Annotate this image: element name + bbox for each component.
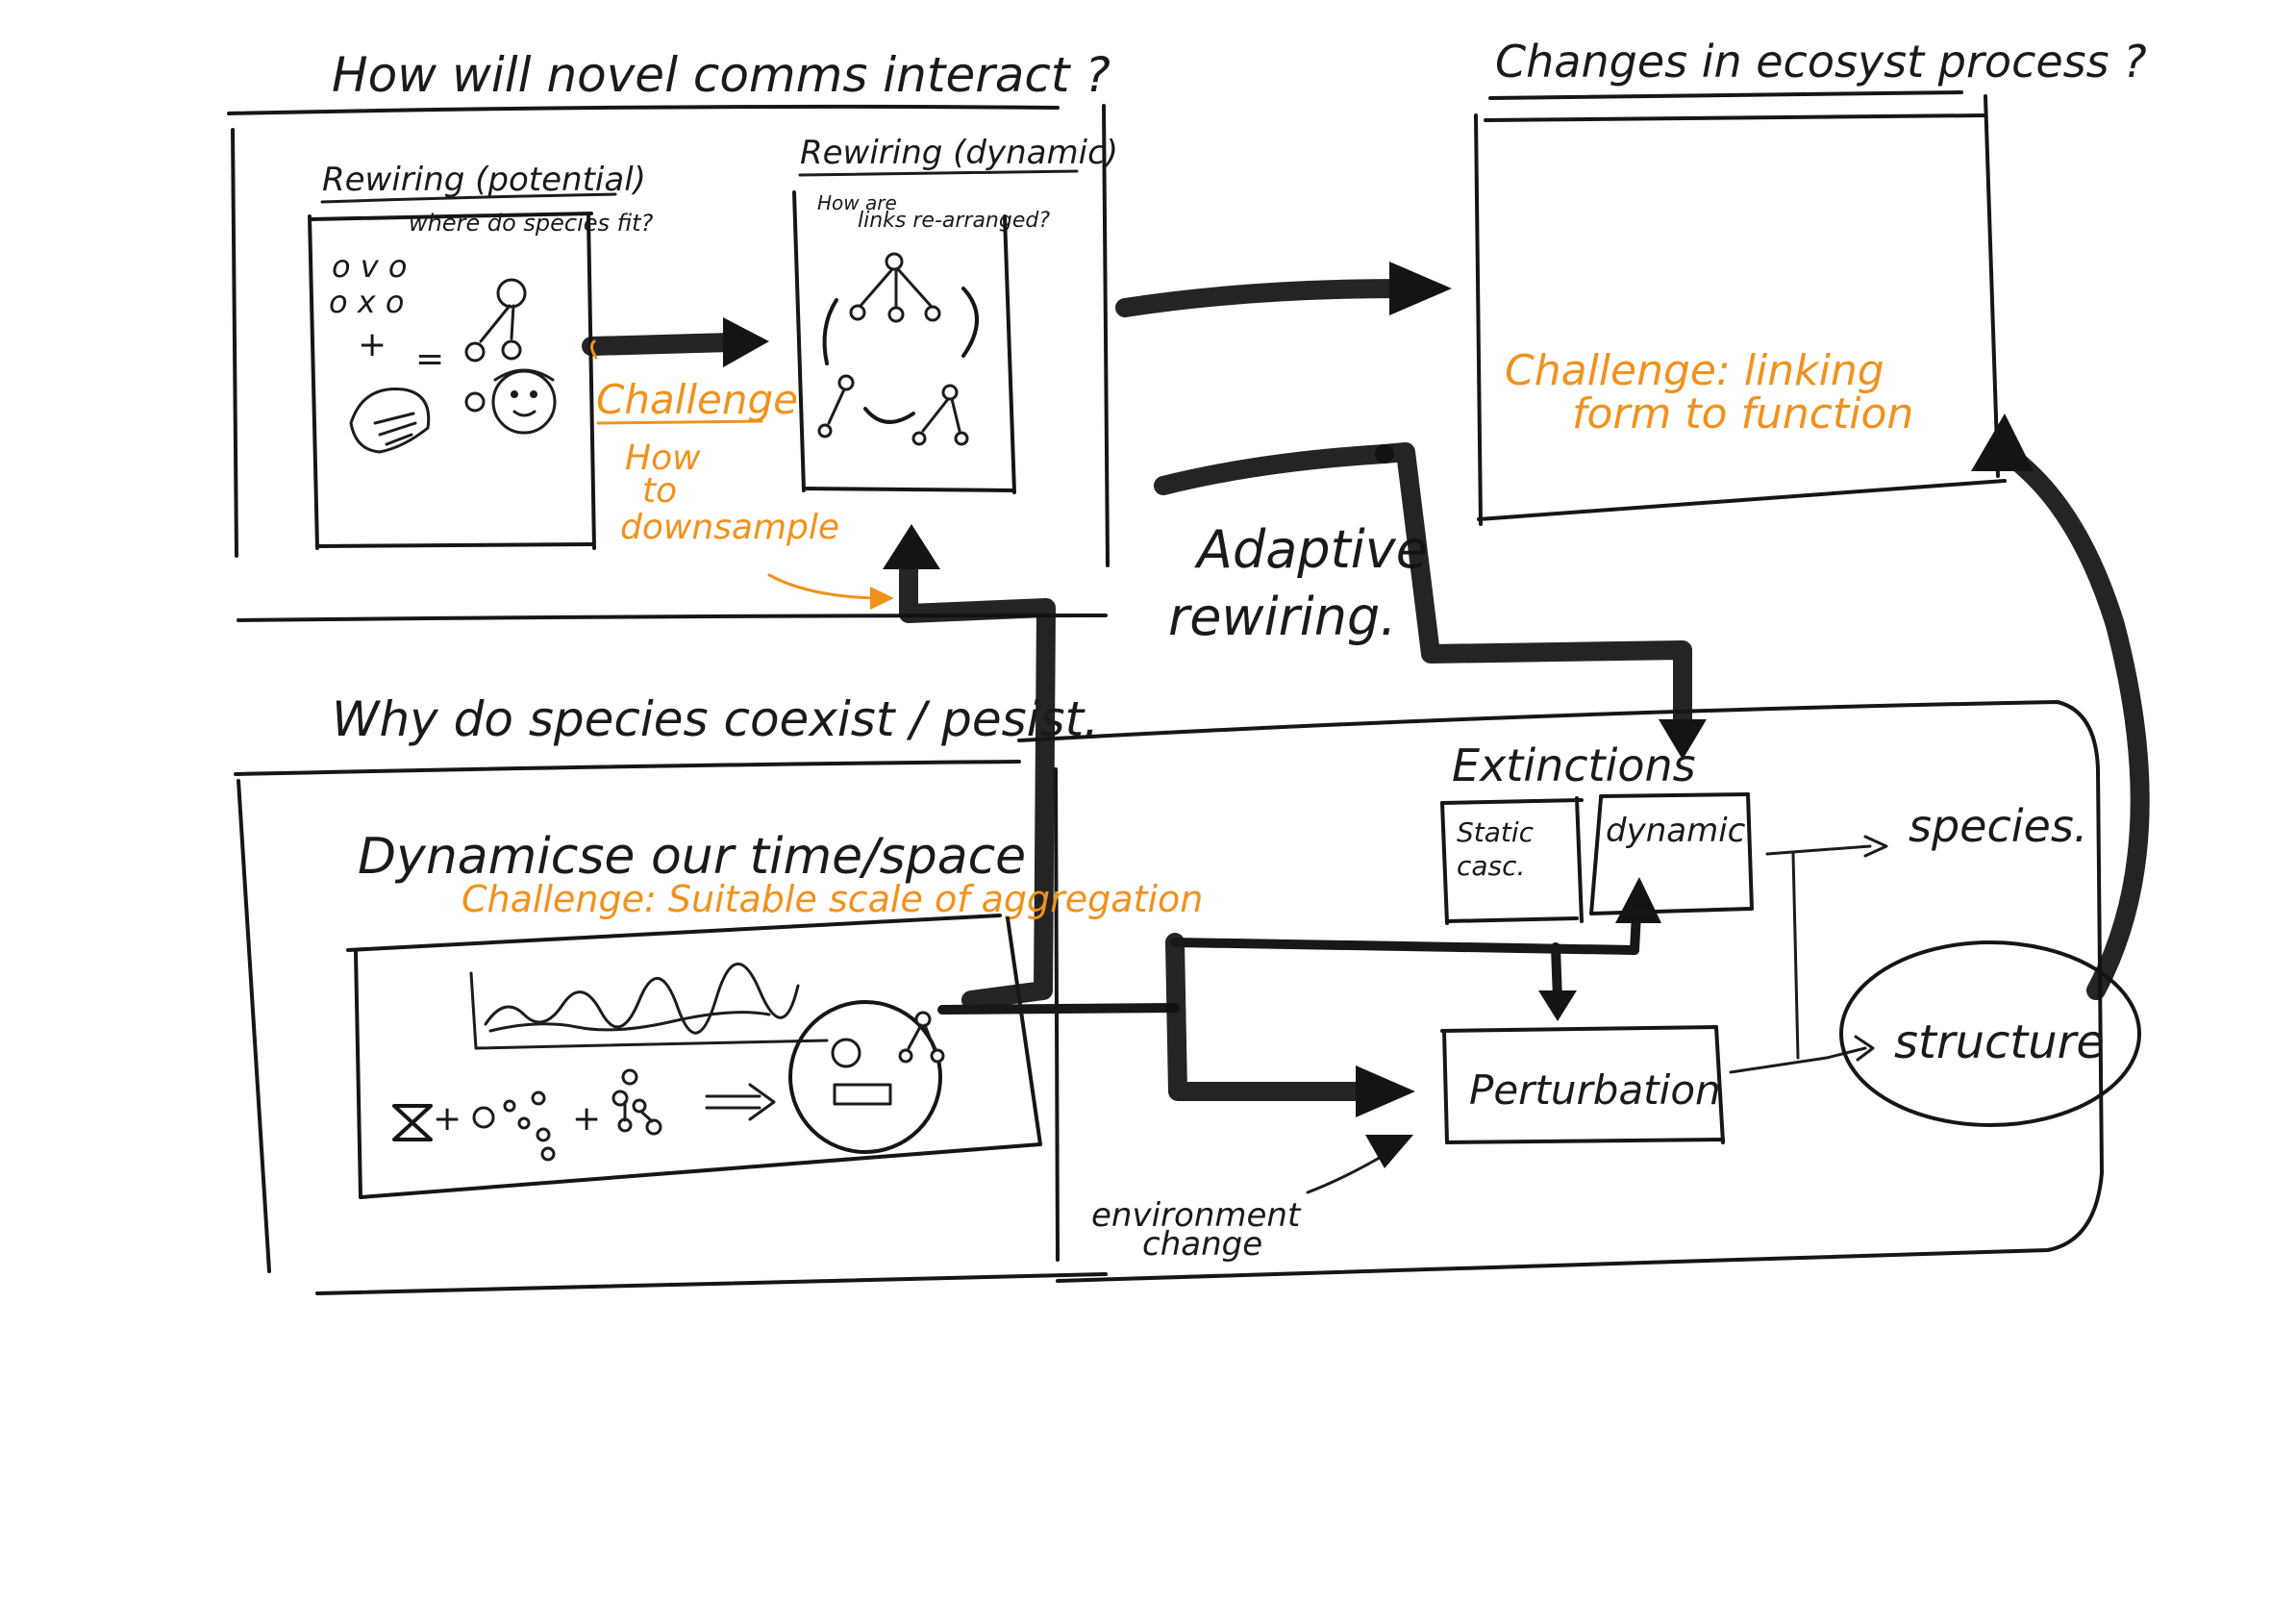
dynamise-challenge: Challenge: Suitable scale of aggregation bbox=[462, 878, 1203, 920]
challenge-function-line1: Challenge: linking bbox=[1505, 346, 1884, 395]
dynamic-label: dynamic bbox=[1606, 812, 1746, 850]
adaptive-line2: rewiring. bbox=[1168, 587, 1396, 647]
species-label: species. bbox=[1909, 800, 2087, 852]
arrow-potential-to-dynamic-head bbox=[723, 317, 769, 367]
plus-sign: + bbox=[358, 325, 387, 364]
challenge-how: How bbox=[625, 439, 701, 478]
challenge-function-line2: form to function bbox=[1572, 389, 1913, 439]
structure-label: structure bbox=[1894, 1015, 2105, 1069]
challenge-to: to bbox=[642, 471, 677, 511]
rewiring-potential-box: Rewiring (potential) where do species fi… bbox=[308, 161, 654, 550]
time-series-sketch bbox=[469, 962, 829, 1050]
environment-line2: change bbox=[1142, 1225, 1262, 1264]
environment-line1: environment bbox=[1091, 1196, 1302, 1235]
small-food-web-icon bbox=[464, 278, 527, 413]
arrow-to-rewiring-dynamic-head bbox=[883, 524, 940, 569]
adaptive-rewiring: Adaptive rewiring. bbox=[1154, 444, 1428, 647]
dynamic-question-2: links re-arranged? bbox=[858, 209, 1050, 233]
arrow-to-ecosystem-curve-head bbox=[1971, 414, 2034, 471]
adaptive-line1: Adaptive bbox=[1194, 519, 1428, 580]
rewiring-potential-title: Rewiring (potential) bbox=[322, 161, 646, 199]
arrow-to-dynamic-head bbox=[1615, 877, 1661, 923]
environment-change: environment change bbox=[1091, 1135, 1413, 1264]
top-right-title: Changes in ecosyst process ? bbox=[1495, 36, 2147, 88]
challenge-label: Challenge bbox=[596, 376, 798, 423]
dynamise-title: Dynamicse our time/space bbox=[358, 828, 1026, 886]
static-line2: casc. bbox=[1457, 850, 1525, 882]
extinctions-title: Extinctions bbox=[1452, 739, 1696, 791]
dynamic-question-1: How are bbox=[817, 191, 897, 214]
dynamise-section: Dynamicse our time/space Challenge: Suit… bbox=[346, 828, 1203, 1199]
bottom-title: Why do species coexist / pesist. bbox=[332, 691, 1099, 747]
challenge-downsample: Challenge How to downsample bbox=[589, 339, 894, 610]
formula-plus-1: + bbox=[433, 1099, 462, 1139]
panel-ecosystem-process: Changes in ecosyst process ? Challenge: … bbox=[1474, 36, 2147, 526]
panel-coexistence: Why do species coexist / pesist. Dynamic… bbox=[234, 414, 2150, 1295]
rewiring-dynamic-title: Rewiring (dynamic) bbox=[800, 134, 1118, 172]
static-line1: Static bbox=[1457, 816, 1535, 848]
arrow-to-perturbation-head bbox=[1356, 1065, 1415, 1117]
arrow-to-ecosystem-head bbox=[1389, 262, 1452, 315]
extinctions-box: Extinctions Static casc. dynamic bbox=[1440, 739, 1754, 925]
formula-plus-2: + bbox=[572, 1099, 601, 1139]
arrow-to-extinctions-head bbox=[1659, 719, 1707, 760]
grid-row-2: o x o bbox=[329, 284, 404, 320]
structure-node: structure bbox=[1839, 940, 2141, 1127]
aggregated-web-circle bbox=[788, 1000, 945, 1154]
equals-sign: = bbox=[415, 339, 444, 379]
perturbation-label: Perturbation bbox=[1469, 1066, 1721, 1114]
face-icon bbox=[491, 368, 557, 435]
dynamic-food-webs-icon bbox=[817, 252, 979, 446]
grid-row-1: o v o bbox=[332, 248, 407, 285]
formula-sketch: + + bbox=[392, 1068, 776, 1162]
rewiring-dynamic-box: Rewiring (dynamic) How are links re-arra… bbox=[792, 134, 1118, 494]
perturbation-box: Perturbation bbox=[1440, 1025, 1725, 1144]
challenge-downsample-text: downsample bbox=[620, 508, 839, 547]
top-left-title: How will novel comms interact ? bbox=[332, 47, 1111, 103]
mushroom-icon bbox=[349, 387, 431, 454]
arrow-down-perturbation-head bbox=[1538, 990, 1577, 1021]
panel-novel-communities: How will novel comms interact ? Rewiring… bbox=[227, 47, 1118, 622]
